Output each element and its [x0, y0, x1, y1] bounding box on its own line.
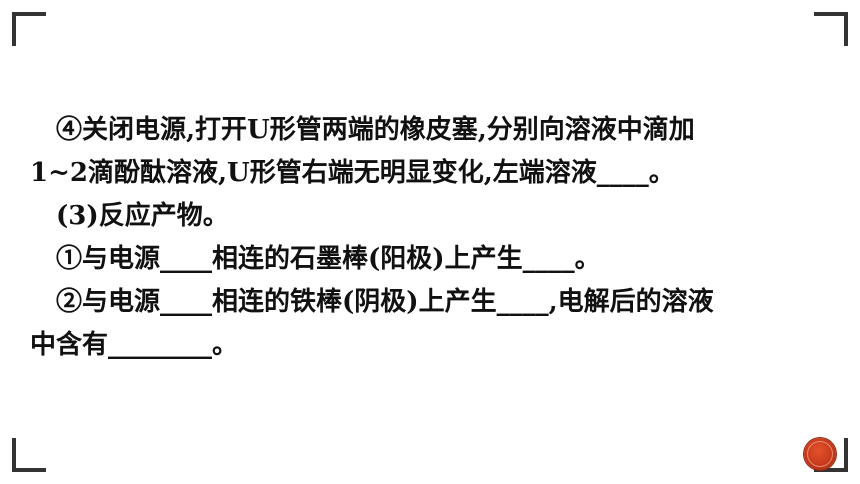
text-line-step4: ④关闭电源,打开U形管两端的橡皮塞,分别向溶液中滴加 [56, 115, 695, 145]
text-line-section3-heading: (3)反应产物。 [56, 201, 229, 231]
corner-bracket-bottom-left [12, 438, 46, 472]
text-line-item2-cont: 中含有________。 [30, 330, 239, 360]
text-line-item2: ②与电源____相连的铁棒(阴极)上产生____,电解后的溶液 [56, 287, 714, 317]
red-circle-badge-icon [804, 438, 836, 470]
text-line-step4-cont: 1~2滴酚酞溶液,U形管右端无明显变化,左端溶液____。 [30, 158, 675, 188]
slide-text-body: ④关闭电源,打开U形管两端的橡皮塞,分别向溶液中滴加 1~2滴酚酞溶液,U形管右… [30, 109, 830, 367]
corner-bracket-top-left [12, 12, 46, 46]
corner-bracket-bottom-right [814, 438, 848, 472]
corner-bracket-top-right [814, 12, 848, 46]
text-line-item1: ①与电源____相连的石墨棒(阳极)上产生____。 [56, 244, 601, 274]
